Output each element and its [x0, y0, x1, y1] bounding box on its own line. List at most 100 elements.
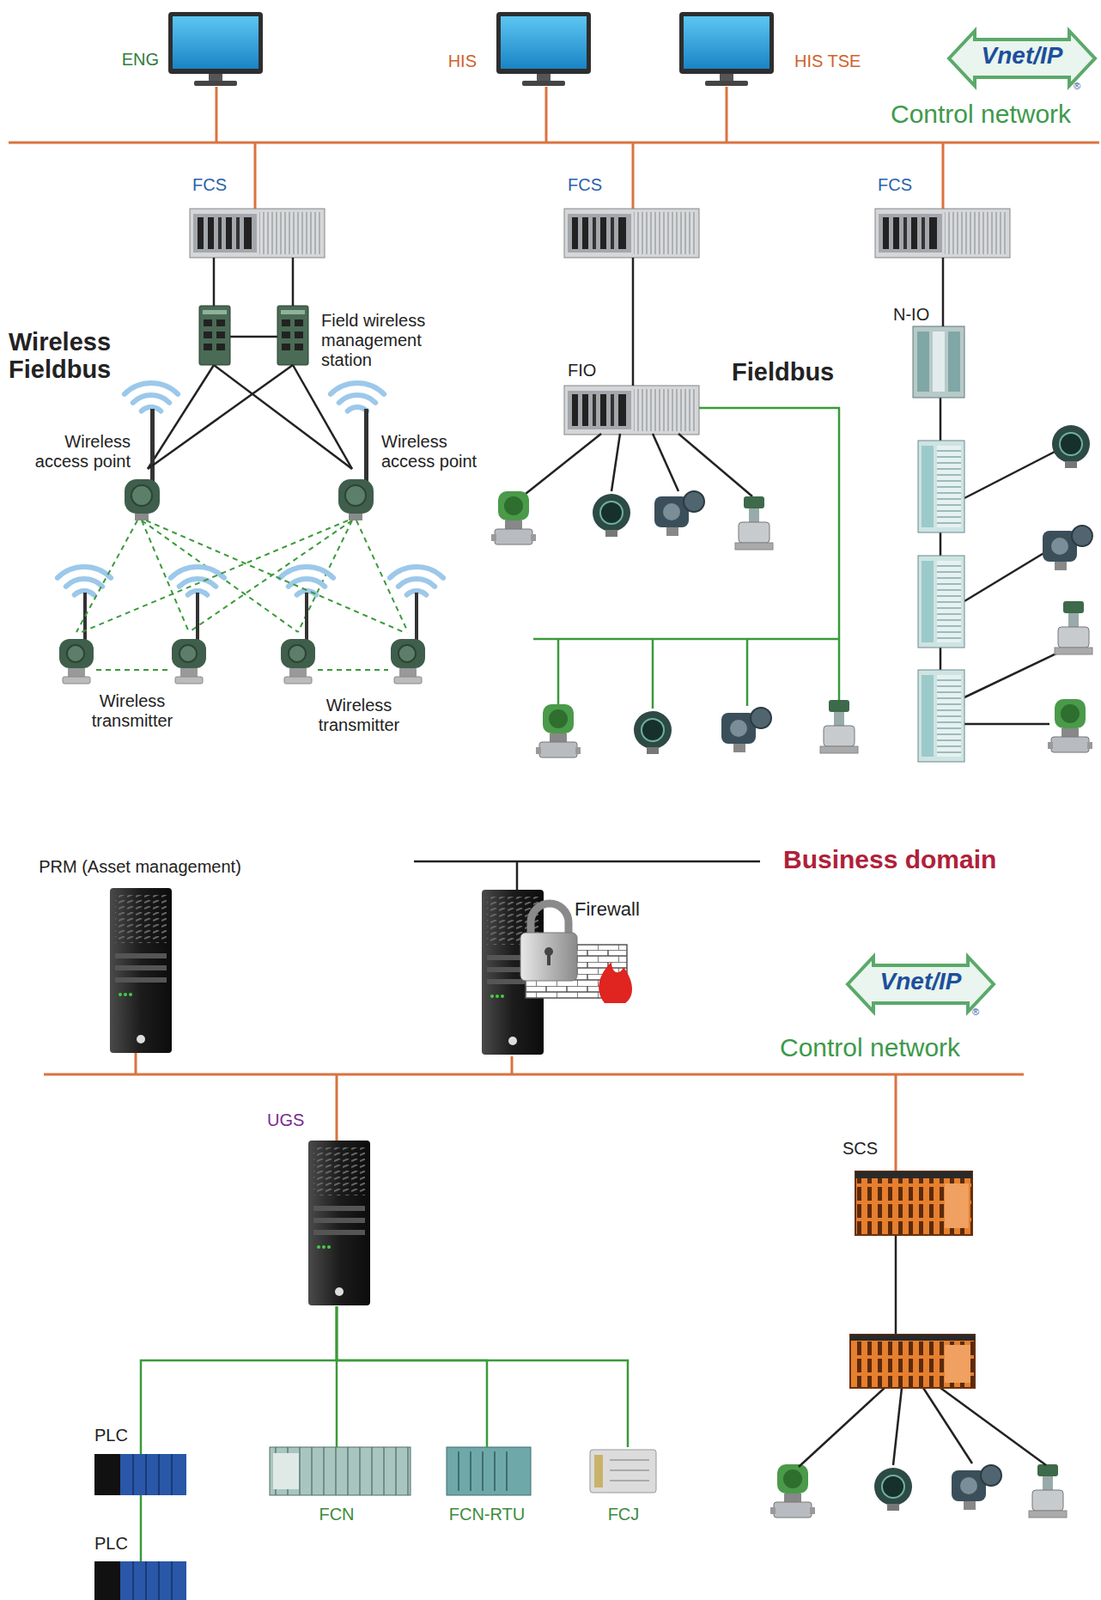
device-node: Wireless transmitter	[56, 632, 97, 684]
device-node: Firewall	[481, 889, 543, 1057]
station-icon	[199, 305, 231, 365]
control-network-bus	[43, 1073, 1024, 1077]
monitor-icon	[168, 12, 774, 86]
wire	[213, 364, 353, 469]
control-network-bus	[215, 86, 219, 143]
device-label: Wireless transmitter	[305, 695, 414, 736]
device-node: ENG	[168, 12, 263, 87]
scs-rack	[850, 1334, 975, 1341]
scs-wire	[923, 1387, 973, 1464]
field-instrument	[874, 1467, 913, 1511]
device-node: Field wireless management station	[277, 305, 309, 365]
device-label: FCS	[567, 175, 603, 195]
device-label: FCJ	[608, 1504, 640, 1525]
scs-rack	[944, 1344, 971, 1383]
device-label: ENG	[121, 49, 159, 70]
fcn-unit	[269, 1447, 657, 1496]
vnet-logo	[847, 956, 994, 1012]
connector	[632, 257, 635, 386]
io-module	[918, 440, 965, 533]
wire	[147, 257, 1059, 724]
wire	[964, 723, 1050, 726]
server-tower	[109, 888, 172, 1053]
field-instrument	[592, 493, 631, 537]
wire	[147, 364, 214, 469]
firewall-icon	[598, 961, 633, 1004]
connector	[139, 1495, 143, 1562]
registered-mark: ®	[972, 1006, 980, 1017]
control-network-bus	[335, 1074, 339, 1141]
access-point-icon	[124, 408, 374, 521]
wire	[964, 652, 1059, 698]
field-instrument	[770, 1464, 816, 1518]
fieldbus-line	[533, 638, 840, 641]
nio-unit	[917, 331, 930, 392]
device-node: FCS	[564, 208, 700, 258]
nio-unit	[912, 326, 965, 398]
domain-title: Business domain	[783, 845, 997, 874]
fcn-unit	[458, 1451, 507, 1491]
wireless-transmitter-icon	[59, 592, 94, 684]
device-label: FIO	[567, 360, 597, 381]
scs-wire	[940, 1387, 1047, 1466]
io-module	[918, 555, 965, 648]
plc-unit	[94, 1453, 187, 1600]
device-label: PLC	[94, 1425, 128, 1446]
device-node: PLC	[94, 1561, 187, 1600]
fcn-unit	[609, 1459, 650, 1481]
wire	[964, 450, 1057, 499]
business-line	[413, 861, 761, 890]
scs-wire	[798, 1387, 885, 1467]
connector	[336, 1306, 628, 1448]
connector	[147, 364, 293, 469]
field-instrument	[735, 496, 773, 550]
device-label: SCS	[842, 1138, 878, 1159]
controller-rack	[189, 208, 325, 258]
field-instrument	[951, 1465, 1002, 1510]
control-network-bus	[134, 1052, 138, 1075]
device-label: HIS TSE	[794, 51, 861, 72]
device-label: Wireless transmitter	[79, 691, 187, 731]
wire	[611, 433, 621, 492]
device-node: FCN	[269, 1447, 411, 1496]
device-label: N-IO	[893, 304, 930, 325]
fcn-unit	[590, 1449, 657, 1493]
firewall-icon	[520, 932, 578, 981]
device-node: PLC	[94, 1453, 187, 1496]
connector	[81, 520, 348, 633]
control-network-bus	[545, 86, 548, 143]
field-instrument	[491, 425, 1093, 1518]
device-node: SCS	[855, 1171, 973, 1235]
connector	[292, 364, 353, 469]
wifi-signal	[57, 566, 111, 596]
fieldbus-line	[557, 638, 560, 705]
device-label: Wireless access point	[381, 431, 489, 472]
io-module	[918, 440, 965, 762]
device-label: FCN	[318, 1504, 354, 1525]
firewall-icon	[530, 903, 569, 937]
field-instrument	[820, 699, 858, 754]
control-network-bus	[43, 1052, 1024, 1172]
wireless-transmitter-icon	[390, 592, 426, 684]
control-network-bus	[725, 86, 729, 143]
device-label: HIS	[448, 51, 477, 72]
field-instrument	[654, 491, 705, 536]
fcn-unit	[594, 1454, 603, 1488]
wireless-dashed	[96, 669, 170, 671]
business-line	[413, 860, 761, 864]
control-network-bus	[8, 86, 1100, 209]
device-label: Field wireless management station	[321, 310, 451, 371]
control-network-bus	[894, 1074, 898, 1172]
device-node: Wireless access point	[122, 468, 162, 521]
wire	[939, 532, 943, 556]
nio-unit	[912, 326, 965, 398]
control-network-bus	[632, 142, 635, 209]
fcn-unit	[269, 1447, 411, 1496]
connector	[291, 257, 295, 306]
station-icon	[199, 305, 309, 365]
scs-rack	[944, 1183, 969, 1229]
wireless-transmitter-icon	[171, 592, 207, 684]
wire	[212, 257, 216, 306]
device-label: FCS	[877, 175, 913, 195]
